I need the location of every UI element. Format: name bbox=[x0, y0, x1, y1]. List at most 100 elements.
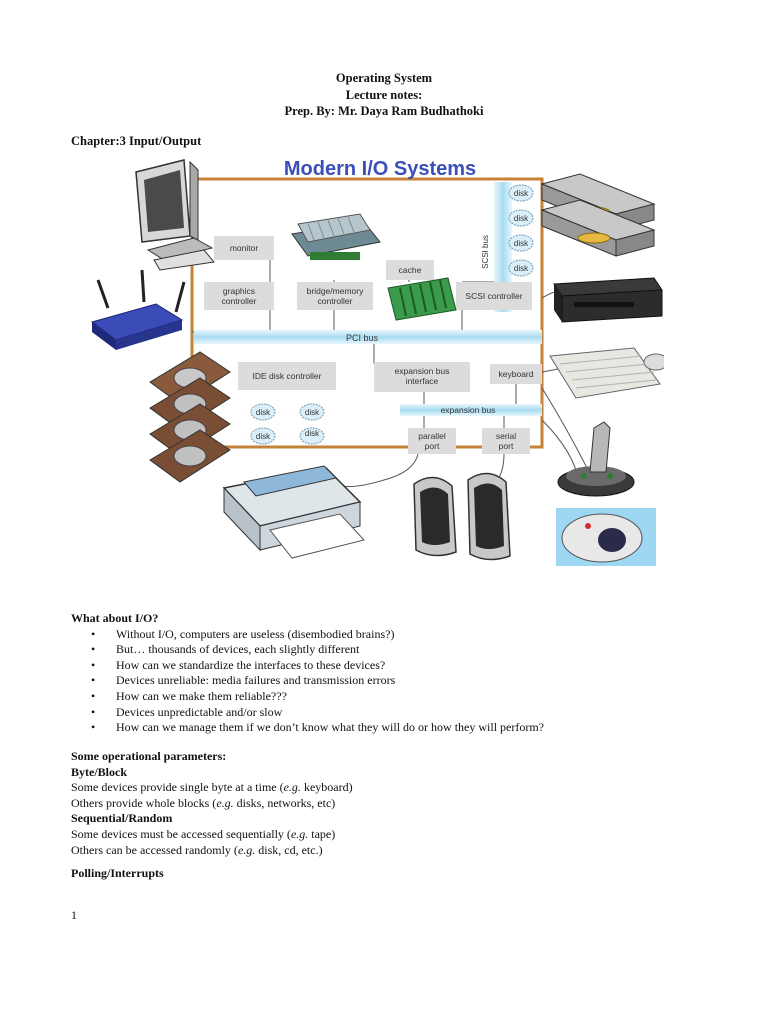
cache-label: cache bbox=[399, 265, 422, 275]
eg-text: e.g. bbox=[290, 826, 309, 841]
lecture-subtitle: Lecture notes: bbox=[345, 87, 423, 102]
graphics-label-2: controller bbox=[222, 296, 257, 306]
joystick-image bbox=[557, 421, 635, 497]
disk-icon: disk bbox=[508, 209, 534, 227]
disk-icon: disk bbox=[508, 234, 534, 252]
scsi-bus-label: SCSI bus bbox=[481, 235, 490, 269]
expansion-interface-box: expansion bus interface bbox=[374, 362, 470, 392]
figure-title: Modern I/O Systems bbox=[284, 158, 476, 180]
pci-bus bbox=[194, 330, 542, 344]
webcam-image bbox=[556, 508, 656, 566]
expansion-interface-label-2: interface bbox=[406, 376, 439, 386]
list-item: Without I/O, computers are useless (dise… bbox=[71, 627, 544, 643]
cache-box: cache bbox=[386, 260, 434, 280]
memory-image bbox=[387, 277, 457, 321]
operational-parameters-section: Some operational parameters: Byte/Block … bbox=[71, 749, 353, 858]
disk-icon: disk bbox=[299, 403, 325, 421]
paragraph-line: Others can be accessed randomly (e.g. di… bbox=[71, 843, 353, 859]
disk-label: disk bbox=[514, 239, 529, 248]
io-systems-figure: Modern I/O Systems SCSI bus disk disk di… bbox=[64, 152, 664, 570]
scsi-bus bbox=[494, 182, 512, 312]
section-title: What about I/O? bbox=[71, 611, 159, 625]
eg-text: e.g. bbox=[283, 780, 301, 795]
pci-bus-label: PCI bus bbox=[346, 333, 379, 343]
what-about-io-section: What about I/O? Without I/O, computers a… bbox=[71, 611, 544, 736]
disk-icon: disk bbox=[250, 427, 276, 445]
expansion-interface-label-1: expansion bus bbox=[395, 366, 450, 376]
graphics-label-1: graphics bbox=[223, 286, 255, 296]
cpu-heatsink-image bbox=[291, 213, 381, 260]
router-image bbox=[90, 269, 186, 350]
disk-icon: disk bbox=[508, 184, 534, 202]
text: disks, networks, etc) bbox=[233, 795, 336, 810]
keyboard-image bbox=[549, 347, 664, 399]
parallel-label-2: port bbox=[425, 441, 440, 451]
polling-heading: Polling/Interrupts bbox=[71, 866, 164, 880]
disk-icon: disk bbox=[508, 259, 534, 277]
ide-label: IDE disk controller bbox=[253, 371, 322, 381]
monitor-image bbox=[135, 159, 215, 271]
parallel-label-1: parallel bbox=[418, 431, 446, 441]
disk-label: disk bbox=[305, 408, 320, 417]
disk-icon: disk bbox=[250, 403, 276, 421]
expansion-bus bbox=[400, 404, 542, 416]
page-header: Operating System Lecture notes: Prep. By… bbox=[0, 70, 768, 120]
eg-text: e.g. bbox=[237, 842, 256, 857]
scsi-controller-box: SCSI controller bbox=[456, 282, 532, 310]
disk-label: disk bbox=[514, 214, 529, 223]
hard-disks-image bbox=[149, 351, 231, 483]
monitor-box: monitor bbox=[214, 236, 274, 260]
text: Some devices must be accessed sequential… bbox=[71, 826, 291, 841]
diagram-frame bbox=[190, 177, 544, 449]
io-bullet-list: Without I/O, computers are useless (dise… bbox=[71, 627, 544, 736]
text: Others can be accessed randomly ( bbox=[71, 842, 238, 857]
bridge-label-1: bridge/memory bbox=[307, 286, 364, 296]
scsi-disks: disk disk disk disk bbox=[508, 184, 534, 277]
ide-disks: disk disk disk disk bbox=[250, 403, 325, 445]
list-item: But… thousands of devices, each slightly… bbox=[71, 642, 544, 658]
paragraph-line: Some devices must be accessed sequential… bbox=[71, 827, 353, 843]
subsection-title: Sequential/Random bbox=[71, 811, 173, 826]
speakers-image bbox=[413, 472, 511, 561]
list-item: How can we standardize the interfaces to… bbox=[71, 658, 544, 674]
expansion-bus-label: expansion bus bbox=[441, 405, 496, 415]
serial-label-1: serial bbox=[496, 431, 516, 441]
chapter-heading: Chapter:3 Input/Output bbox=[71, 134, 202, 148]
subsection-title: Byte/Block bbox=[71, 764, 127, 779]
section-title: Some operational parameters: bbox=[71, 749, 227, 763]
text: tape) bbox=[308, 826, 336, 841]
text: Some devices provide single byte at a ti… bbox=[71, 780, 284, 795]
serial-port-box: serial port bbox=[482, 428, 530, 454]
text: Others provide whole blocks ( bbox=[71, 795, 217, 810]
text: disk, cd, etc.) bbox=[255, 842, 323, 857]
scsi-controller-label: SCSI controller bbox=[465, 291, 522, 301]
disk-icon: disk bbox=[299, 427, 325, 445]
disk-label: disk bbox=[256, 432, 271, 441]
keyboard-label: keyboard bbox=[499, 369, 534, 379]
list-item: How can we manage them if we don’t know … bbox=[71, 720, 544, 736]
graphics-controller-box: graphics controller bbox=[204, 282, 274, 310]
course-title: Operating System bbox=[335, 71, 433, 85]
paragraph-line: Others provide whole blocks (e.g. disks,… bbox=[71, 796, 353, 812]
ide-controller-box: IDE disk controller bbox=[238, 362, 336, 390]
eg-text: e.g. bbox=[216, 795, 234, 810]
monitor-label: monitor bbox=[230, 243, 259, 253]
list-item: Devices unpredictable and/or slow bbox=[71, 705, 544, 721]
text: keyboard) bbox=[300, 780, 353, 795]
tape-drive-image bbox=[553, 277, 663, 323]
disk-label: disk bbox=[514, 264, 529, 273]
parallel-port-box: parallel port bbox=[408, 428, 456, 454]
cd-drives-image bbox=[540, 173, 656, 257]
author-line: Prep. By: Mr. Daya Ram Budhathoki bbox=[284, 104, 484, 118]
bridge-controller-box: bridge/memory controller bbox=[297, 282, 373, 310]
bridge-label-2: controller bbox=[318, 296, 353, 306]
serial-label-2: port bbox=[499, 441, 514, 451]
list-item: How can we make them reliable??? bbox=[71, 689, 544, 705]
keyboard-box: keyboard bbox=[490, 364, 542, 384]
disk-label: disk bbox=[305, 429, 320, 438]
disk-label: disk bbox=[514, 189, 529, 198]
page-number: 1 bbox=[71, 908, 77, 922]
disk-label: disk bbox=[256, 408, 271, 417]
printer-image bbox=[222, 465, 365, 559]
paragraph-line: Some devices provide single byte at a ti… bbox=[71, 780, 353, 796]
